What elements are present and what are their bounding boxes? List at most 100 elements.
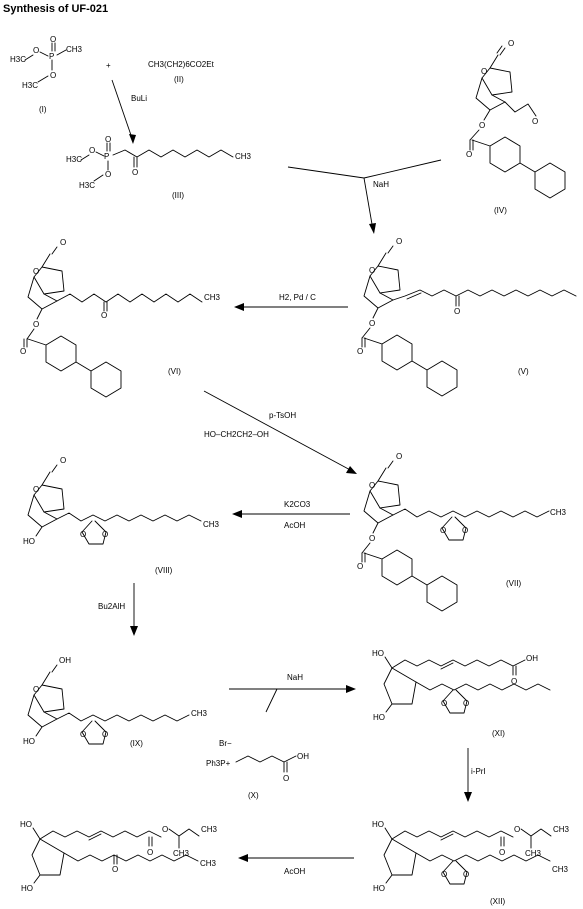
compound-label-I: (I): [39, 105, 47, 114]
compound-VI-structure: O O O CH3 O O (VI): [20, 238, 221, 398]
compound-label-X: (X): [248, 791, 259, 800]
o-label: O: [369, 534, 375, 543]
h3c-label: H3C: [79, 181, 95, 190]
o-label: O: [162, 825, 168, 834]
o-label: O: [33, 320, 39, 329]
o-label: O: [33, 485, 39, 494]
compound-III-structure: H3C O P O O H3C O CH3 (III): [66, 135, 252, 200]
o-label: O: [441, 699, 447, 708]
ho-label: HO: [372, 649, 384, 658]
ph3p-label: Ph3P+: [206, 759, 231, 768]
o-label: O: [357, 347, 363, 356]
h3c-label: H3C: [66, 155, 82, 164]
ch3-label: CH3: [201, 825, 218, 834]
ho-label: HO: [23, 737, 35, 746]
o-label: O: [102, 530, 108, 539]
o-label: O: [50, 35, 56, 44]
compound-label-VII: (VII): [506, 579, 521, 588]
o-label: O: [396, 452, 402, 461]
compound-label-V: (V): [518, 367, 529, 376]
o-label: O: [463, 870, 469, 879]
ch3-label: CH3: [204, 293, 221, 302]
o-label: O: [20, 347, 26, 356]
o-label: O: [147, 848, 153, 857]
ho-label: HO: [373, 713, 385, 722]
o-label: O: [357, 562, 363, 571]
o-label: O: [369, 266, 375, 275]
o-label: O: [33, 46, 39, 55]
ch3-label: CH3: [66, 45, 83, 54]
compound-IV-structure: O O O O O (IV): [466, 39, 566, 215]
compound-label-II: (II): [174, 75, 184, 84]
reagent-acoh-2: AcOH: [284, 867, 306, 876]
o-label: O: [369, 319, 375, 328]
compound-label-XII: (XII): [490, 897, 505, 906]
o-label: O: [396, 237, 402, 246]
reagent-ipri: i-PrI: [471, 767, 486, 776]
reagent-k2co3: K2CO3: [284, 500, 311, 509]
compound-XII-structure: HO O O CH3 CH3 O O CH3 HO (XII): [372, 820, 570, 906]
ho-label: HO: [372, 820, 384, 829]
o-label: O: [511, 677, 517, 686]
scheme-title: Synthesis of UF-021: [3, 3, 108, 15]
compound-X-structure: Br− Ph3P+ O OH (X): [206, 739, 309, 800]
reagent-h2-pd: H2, Pd / C: [279, 293, 316, 302]
o-label: O: [80, 730, 86, 739]
ch3-label: CH3: [173, 849, 190, 858]
o-label: O: [479, 121, 485, 130]
compound-VIII-structure: O O O O CH3 HO (VIII): [23, 456, 220, 575]
o-label: O: [462, 526, 468, 535]
ch3-label: CH3: [203, 520, 220, 529]
ho-label: HO: [20, 820, 32, 829]
reagent-bu2alh: Bu2AlH: [98, 602, 125, 611]
reagent-ethylene-glycol: HO–CH2CH2–OH: [204, 430, 269, 439]
compound-label-III: (III): [172, 191, 184, 200]
o-label: O: [80, 530, 86, 539]
o-label: O: [466, 150, 472, 159]
o-label: O: [463, 699, 469, 708]
compound-label-XI: (XI): [492, 729, 505, 738]
o-label: O: [112, 865, 118, 874]
o-label: O: [499, 848, 505, 857]
compound-label-IV: (IV): [494, 206, 507, 215]
ch3-label: CH3: [553, 825, 570, 834]
oh-label: OH: [59, 656, 71, 665]
compound-VII-structure: O O O O CH3 O O (VII): [357, 452, 567, 612]
ch3-label: CH3: [552, 865, 569, 874]
ho-label: HO: [21, 884, 33, 893]
p-label: P: [104, 152, 109, 161]
o-label: O: [481, 67, 487, 76]
o-label: O: [441, 870, 447, 879]
o-label: O: [283, 774, 289, 783]
o-label: O: [105, 135, 111, 144]
o-label: O: [532, 117, 538, 126]
ch3-label: CH3: [525, 849, 542, 858]
bromide-label: Br−: [219, 739, 232, 748]
o-label: O: [60, 456, 66, 465]
oh-label: OH: [526, 654, 538, 663]
o-label: O: [101, 311, 107, 320]
reagent-buli: BuLi: [131, 94, 147, 103]
o-label: O: [33, 685, 39, 694]
product-UF-021-structure: HO O O CH3 CH3 O CH3 HO: [20, 820, 218, 893]
o-label: O: [440, 526, 446, 535]
compound-XI-structure: HO O OH O O HO (XI): [372, 649, 551, 738]
o-label: O: [105, 170, 111, 179]
o-label: O: [60, 238, 66, 247]
o-label: O: [508, 39, 514, 48]
ho-label: HO: [373, 884, 385, 893]
h3c-label: H3C: [10, 55, 26, 64]
o-label: O: [132, 168, 138, 177]
ch3-label: CH3: [191, 709, 208, 718]
reagent-nah-2: NaH: [287, 673, 303, 682]
reagent-acoh-1: AcOH: [284, 521, 306, 530]
o-label: O: [514, 825, 520, 834]
compound-I-structure: H3C O P O CH3 O H3C (I): [10, 35, 83, 114]
o-label: O: [102, 730, 108, 739]
plus-sign: +: [106, 61, 111, 70]
compound-label-IX: (IX): [130, 739, 143, 748]
o-label: O: [33, 267, 39, 276]
ho-label: HO: [23, 537, 35, 546]
o-label: O: [369, 481, 375, 490]
